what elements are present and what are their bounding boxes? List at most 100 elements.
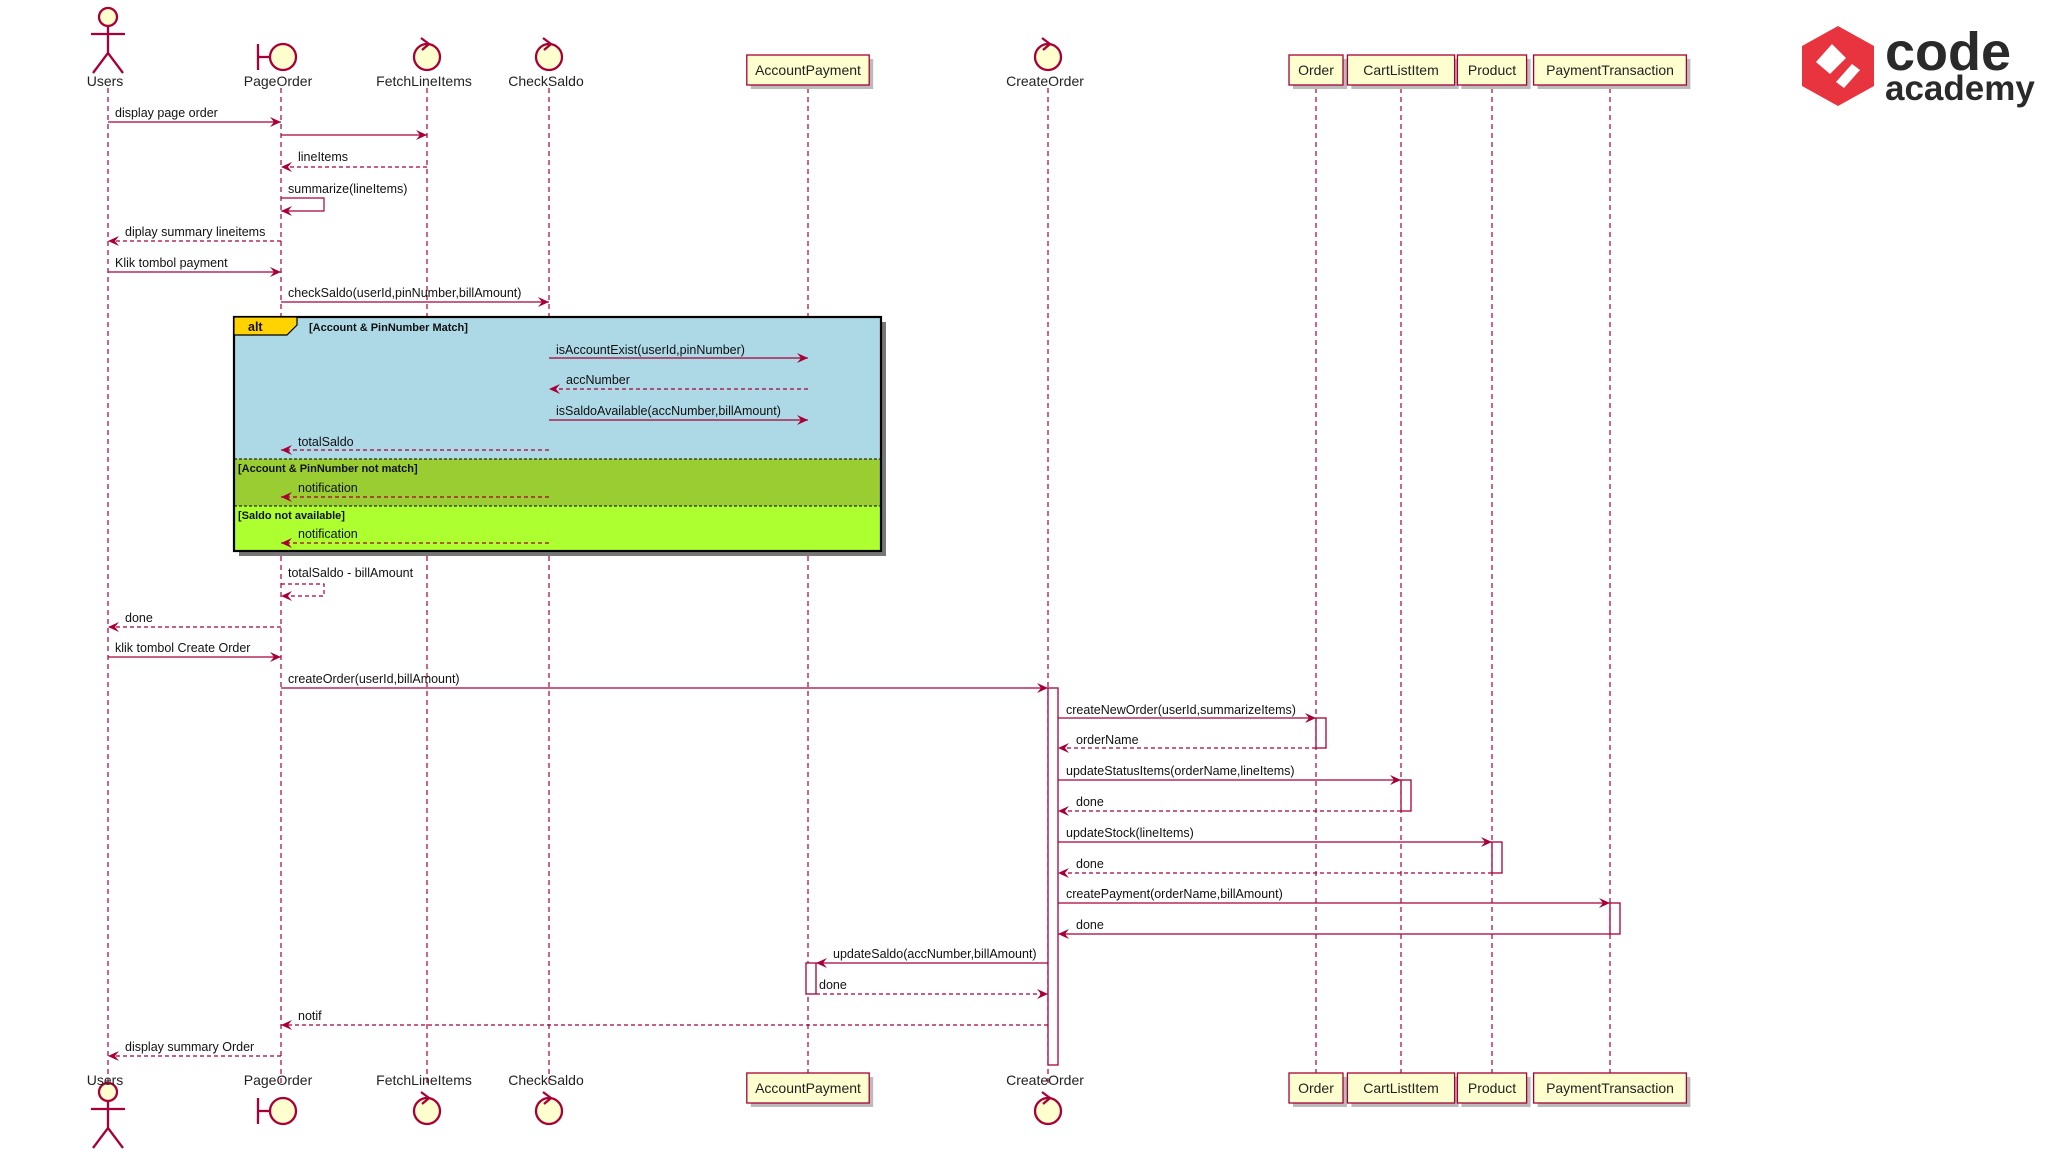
participant-order-top: Order bbox=[1288, 54, 1347, 89]
message-label: klik tombol Create Order bbox=[115, 641, 250, 655]
message-label: summarize(lineItems) bbox=[288, 182, 407, 196]
control-arrow bbox=[542, 1091, 553, 1105]
self-message-arrow bbox=[281, 583, 325, 601]
message-label: display summary Order bbox=[125, 1040, 254, 1054]
alt-frame-border bbox=[232, 315, 883, 553]
control-circle bbox=[412, 42, 442, 72]
control-icon bbox=[412, 37, 442, 72]
message-label: updateSaldo(accNumber,billAmount) bbox=[833, 947, 1037, 961]
control-icon bbox=[1033, 1091, 1063, 1126]
participant-label: Order bbox=[1298, 1080, 1334, 1096]
participant-label: PageOrder bbox=[244, 1072, 313, 1088]
participant-cart-bottom: CartListItem bbox=[1346, 1072, 1459, 1107]
control-circle bbox=[412, 1096, 442, 1126]
activation-product bbox=[1491, 841, 1503, 874]
alt-region-saldo bbox=[234, 506, 881, 551]
participant-label: Users bbox=[87, 1072, 124, 1088]
control-circle bbox=[1033, 42, 1063, 72]
message-label: accNumber bbox=[566, 373, 630, 387]
participant-label: FetchLineItems bbox=[376, 1072, 472, 1088]
boundary-circle bbox=[268, 1096, 298, 1126]
message-label: checkSaldo(userId,pinNumber,billAmount) bbox=[288, 286, 521, 300]
message-label: createNewOrder(userId,summarizeItems) bbox=[1066, 703, 1296, 717]
message-label: diplay summary lineitems bbox=[125, 225, 265, 239]
code-academy-logo: code academy bbox=[1802, 22, 2035, 108]
boundary-icon bbox=[256, 1096, 298, 1126]
participant-fetch-top: FetchLineItems bbox=[376, 37, 472, 89]
participant-box bbox=[746, 1072, 870, 1104]
logo-text-code: code bbox=[1885, 22, 2011, 82]
participant-accpay-top: AccountPayment bbox=[746, 54, 874, 89]
message-label: done bbox=[125, 611, 153, 625]
participant-users-top: Users bbox=[87, 6, 125, 89]
participant-label: CheckSaldo bbox=[508, 1072, 584, 1088]
message-label: Klik tombol payment bbox=[115, 256, 228, 270]
message-label: notification bbox=[298, 481, 358, 495]
message-label: totalSaldo bbox=[298, 435, 354, 449]
participant-box bbox=[1456, 54, 1528, 86]
participant-label: CartListItem bbox=[1363, 1080, 1438, 1096]
participant-users-bottom: Users bbox=[87, 1072, 125, 1149]
control-circle bbox=[534, 1096, 564, 1126]
boundary-icon bbox=[256, 42, 298, 72]
actor-leg bbox=[107, 52, 124, 74]
boundary-circle bbox=[268, 42, 298, 72]
message-label: notif bbox=[298, 1009, 322, 1023]
participant-paytx-top: PaymentTransaction bbox=[1532, 54, 1691, 89]
logo-mark-cutout bbox=[1816, 44, 1846, 74]
participant-box bbox=[1532, 1072, 1688, 1104]
message-label: display page order bbox=[115, 106, 218, 120]
control-arrow bbox=[420, 1091, 431, 1105]
actor-leg bbox=[92, 1127, 109, 1149]
participant-label: PageOrder bbox=[244, 73, 313, 89]
participant-order-bottom: Order bbox=[1288, 1072, 1347, 1107]
actor-leg bbox=[107, 1127, 124, 1149]
message-label: totalSaldo - billAmount bbox=[288, 566, 414, 580]
actor-icon bbox=[91, 6, 125, 74]
actor-leg bbox=[92, 52, 109, 74]
participant-paytx-bottom: PaymentTransaction bbox=[1532, 1072, 1691, 1107]
activation-order bbox=[1315, 717, 1327, 749]
alt-guard-label: [Saldo not available] bbox=[238, 510, 345, 522]
participant-box bbox=[1346, 1072, 1456, 1104]
participant-check-top: CheckSaldo bbox=[508, 37, 584, 89]
participant-box bbox=[1532, 54, 1688, 86]
message-label: done bbox=[1076, 795, 1104, 809]
participant-label: PaymentTransaction bbox=[1546, 1080, 1674, 1096]
logo-text-academy: academy bbox=[1885, 69, 2035, 108]
actor-icon bbox=[91, 1081, 125, 1149]
participant-label: PaymentTransaction bbox=[1546, 62, 1674, 78]
control-icon bbox=[1033, 37, 1063, 72]
participant-label: AccountPayment bbox=[755, 62, 861, 78]
message-label: createOrder(userId,billAmount) bbox=[288, 672, 460, 686]
participant-label: Product bbox=[1468, 62, 1516, 78]
participant-box bbox=[1288, 54, 1344, 86]
control-circle bbox=[534, 42, 564, 72]
actor-head bbox=[97, 6, 119, 28]
alt-tag-label: alt bbox=[248, 320, 263, 334]
participant-box bbox=[746, 54, 870, 86]
message-label: orderName bbox=[1076, 733, 1139, 747]
participant-check-bottom: CheckSaldo bbox=[508, 1072, 584, 1126]
participant-label: AccountPayment bbox=[755, 1080, 861, 1096]
participant-product-top: Product bbox=[1456, 54, 1531, 89]
participant-cart-top: CartListItem bbox=[1346, 54, 1459, 89]
participant-label: CreateOrder bbox=[1006, 1072, 1084, 1088]
message-label: done bbox=[1076, 857, 1104, 871]
message-label: createPayment(orderName,billAmount) bbox=[1066, 887, 1283, 901]
control-arrow bbox=[1041, 1091, 1052, 1105]
participant-label: CreateOrder bbox=[1006, 73, 1084, 89]
participant-label: Order bbox=[1298, 62, 1334, 78]
control-arrow bbox=[420, 37, 431, 51]
participant-label: FetchLineItems bbox=[376, 73, 472, 89]
participant-label: CartListItem bbox=[1363, 62, 1438, 78]
message-label: done bbox=[819, 978, 847, 992]
logo-mark-cutout bbox=[1836, 64, 1860, 88]
alt-guard-label: [Account & PinNumber not match] bbox=[238, 463, 418, 475]
participant-create-top: CreateOrder bbox=[1006, 37, 1084, 89]
control-circle bbox=[1033, 1096, 1063, 1126]
message-label: isSaldoAvailable(accNumber,billAmount) bbox=[556, 404, 781, 418]
participant-label: Product bbox=[1468, 1080, 1516, 1096]
message-label: lineItems bbox=[298, 150, 348, 164]
